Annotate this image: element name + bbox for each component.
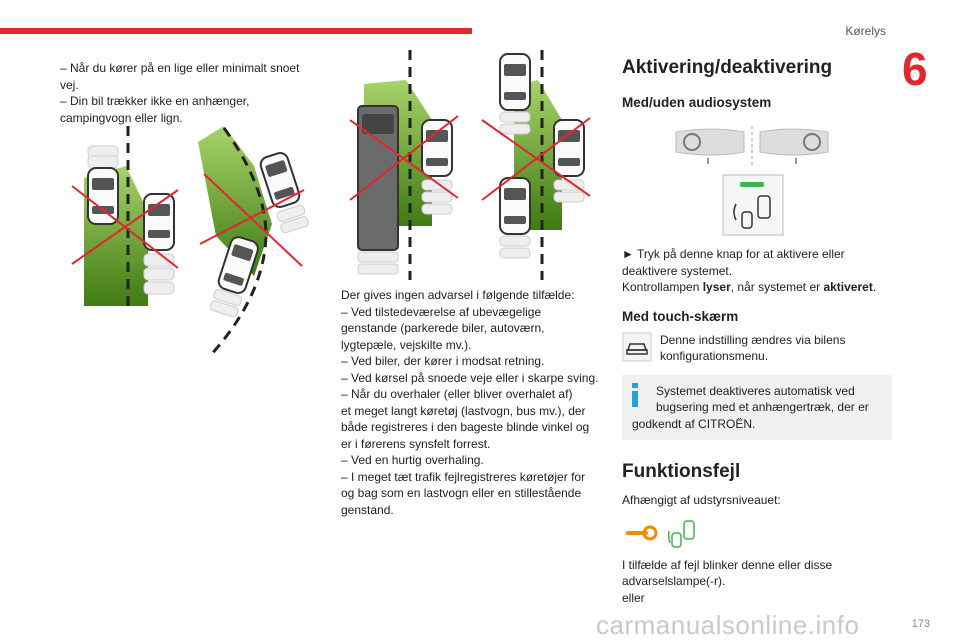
info-line: Systemet deaktiveres automatisk ved [656, 383, 855, 398]
fast-car [499, 53, 531, 135]
section-title-fault: Funktionsfejl [622, 461, 741, 482]
cross-line [349, 115, 459, 201]
page-number: 173 [911, 618, 930, 630]
col2-line: – Ved biler, der kører i modsat retning. [341, 354, 545, 368]
info-line: godkendt af CITROËN. [632, 416, 756, 431]
col2-line: lygtepæle, vejskilte mv.). [341, 337, 472, 352]
fault-line: advarselslampe(-r). [622, 574, 726, 588]
own-car [87, 145, 119, 225]
lamp-text: , når systemet er [730, 280, 824, 294]
blind-zone [198, 126, 272, 276]
col2-line: både registreres i den bageste blinde vi… [341, 420, 590, 434]
chapter-number: 6 [902, 43, 928, 95]
section-title-activation: Aktivering/deaktivering [622, 57, 833, 78]
col1-line: – Din bil trækker ikke en anhænger, [60, 94, 250, 108]
fault-level-text: Afhængigt af udstyrsniveauet: [622, 493, 781, 507]
col2-text: Der gives ingen advarsel i følgende tilf… [341, 287, 611, 518]
car-settings-icon [622, 332, 652, 361]
cross-line [199, 189, 305, 245]
own-car [209, 236, 259, 318]
chapter-label: Kørelys [845, 24, 886, 38]
watermark: carmanualsonline.info [596, 610, 860, 640]
col2-line: – I meget tæt trafik fejlregistreres kør… [341, 469, 586, 484]
press-line: ► Tryk på denne knap for at aktivere ell… [622, 247, 845, 261]
col2-line: – Når du overhaler (eller bliver overhal… [341, 387, 573, 401]
right-mirror-icon [759, 128, 829, 164]
touch-line: konfigurationsmenu. [660, 349, 769, 363]
col2-line: er i førerens synsfelt forrest. [341, 436, 491, 451]
col2-line: et meget langt køretøj (lastvogn, bus mv… [341, 403, 586, 418]
col1-line: campingvogn eller lign. [60, 110, 183, 125]
cross-line [203, 173, 303, 267]
col1-line: vej. [60, 77, 79, 92]
diagram-truck-crossed [349, 50, 459, 280]
col1-line: – Når du kører på en lige eller minimalt… [60, 61, 300, 75]
lamp-bold-aktiveret: aktiveret [823, 280, 873, 294]
col3: Aktivering/deaktivering Med/uden audiosy… [622, 56, 892, 606]
lamp-text: Kontrollampen [622, 280, 703, 294]
own-car [421, 119, 453, 215]
info-box: Systemet deaktiveres automatisk ved bugs… [622, 374, 892, 440]
info-icon [632, 382, 638, 407]
fault-icons [626, 519, 892, 549]
diagram-fast-overtake-crossed [481, 50, 591, 280]
col2-line: genstand. [341, 502, 394, 517]
col2-line: og bag som en lastvogn eller en stillest… [341, 486, 582, 500]
diagram-curved-road-crossed [198, 126, 309, 358]
col2-line: – Ved en hurtig overhaling. [341, 453, 484, 467]
touch-row: Denne indstilling ændres via bilens konf… [622, 332, 892, 365]
following-car [499, 177, 531, 259]
fault-line: I tilfælde af fejl blinker denne eller d… [622, 557, 833, 572]
blind-spot-button-icon[interactable] [722, 174, 784, 236]
diagram-straight-road-crossed [71, 126, 179, 306]
red-header-bar [0, 28, 472, 34]
press-line: deaktivere systemet. [622, 263, 733, 278]
mirror-icons [675, 126, 829, 166]
cross-line [71, 189, 179, 265]
cross-line [481, 117, 591, 201]
col2-line: – Ved tilstedeværelse af ubevægelige [341, 304, 542, 319]
blind-spot-warning-icon [668, 519, 695, 548]
curved-lane-divider [208, 127, 268, 358]
subheading-audio: Med/uden audiosystem [622, 95, 772, 110]
col2-line: – Ved kørsel på snoede veje eller i skar… [341, 370, 599, 385]
col1-text: – Når du kører på en lige eller minimalt… [60, 60, 315, 126]
col2-line: Der gives ingen advarsel i følgende tilf… [341, 288, 575, 302]
other-car [259, 152, 309, 234]
lamp-bold-lyser: lyser [702, 280, 731, 294]
press-button-text: ► Tryk på denne knap for at aktivere ell… [622, 246, 892, 296]
info-line: bugsering med et anhængertræk, der er [656, 400, 869, 414]
indicator-lamp [740, 182, 764, 187]
left-mirror-icon [675, 128, 745, 164]
lamp-line: Kontrollampen lyser, når systemet er akt… [622, 279, 892, 296]
fault-line: eller [622, 590, 645, 605]
lamp-text: . [872, 280, 877, 294]
wrench-icon [626, 525, 658, 540]
subheading-touch: Med touch-skærm [622, 308, 739, 324]
col2-line: genstande (parkerede biler, autoværn, [341, 321, 545, 335]
fault-text: I tilfælde af fejl blinker denne eller d… [622, 557, 892, 607]
touch-line: Denne indstilling ændres via bilens [660, 332, 846, 347]
touch-text: Denne indstilling ændres via bilens konf… [660, 332, 845, 365]
